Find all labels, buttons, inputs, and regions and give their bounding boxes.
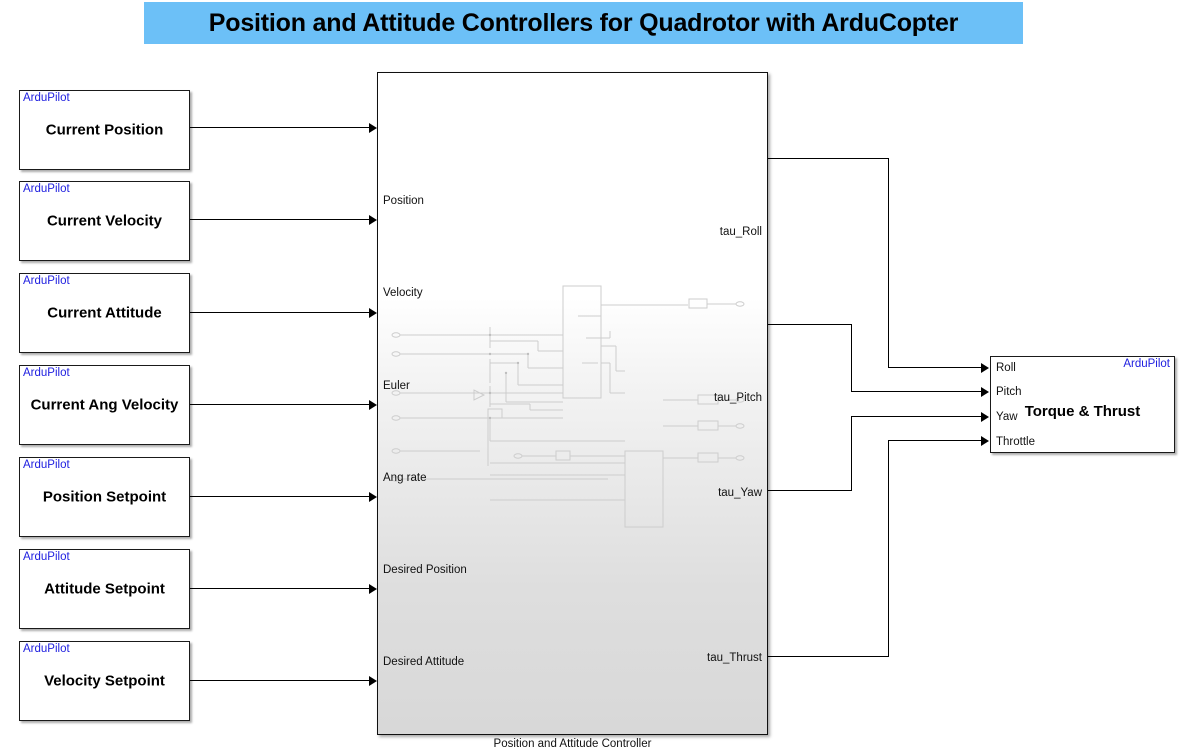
torque-thrust-title: Torque & Thrust <box>1024 403 1141 420</box>
wire-tau-yaw-v <box>850 416 852 491</box>
arrow-icon <box>981 387 989 397</box>
ardupilot-tag: ArduPilot <box>23 643 70 655</box>
source-block-label: Current Ang Velocity <box>30 396 179 414</box>
arrow-icon <box>981 436 989 446</box>
source-block-label: Current Attitude <box>47 304 162 322</box>
ardupilot-tag: ArduPilot <box>1123 358 1170 370</box>
title-banner: Position and Attitude Controllers for Qu… <box>144 2 1023 44</box>
wire-tau-thrust-v <box>887 440 889 657</box>
page-title: Position and Attitude Controllers for Qu… <box>208 8 959 37</box>
main-input-label-desired-attitude: Desired Attitude <box>383 656 465 668</box>
wire-tau-roll-v <box>887 158 889 368</box>
main-block-caption: Position and Attitude Controller <box>493 738 652 750</box>
source-block-attitude-setpoint[interactable]: ArduPilot Attitude Setpoint <box>19 549 190 629</box>
main-output-label-tau-yaw: tau_Yaw <box>718 487 762 499</box>
source-block-current-velocity[interactable]: ArduPilot Current Velocity <box>19 181 190 261</box>
main-controller-block[interactable]: Position Velocity Euler Ang rate Desired… <box>377 72 768 735</box>
main-output-label-tau-pitch: tau_Pitch <box>714 392 762 404</box>
source-block-label: Attitude Setpoint <box>44 580 165 598</box>
wire-current-velocity <box>190 219 369 221</box>
torque-thrust-block[interactable]: ArduPilot Torque & Thrust Roll Pitch Yaw… <box>990 356 1175 453</box>
source-block-position-setpoint[interactable]: ArduPilot Position Setpoint <box>19 457 190 537</box>
main-input-label-ang-rate: Ang rate <box>383 472 427 484</box>
arrow-icon <box>369 676 377 686</box>
arrow-icon <box>981 363 989 373</box>
wire-tau-thrust-h1 <box>768 656 889 658</box>
wire-tau-roll-h1 <box>768 158 889 160</box>
ardupilot-tag: ArduPilot <box>23 275 70 287</box>
torque-input-label-pitch: Pitch <box>996 386 1022 398</box>
source-block-label: Current Position <box>45 121 164 139</box>
source-block-current-position[interactable]: ArduPilot Current Position <box>19 90 190 170</box>
wire-tau-pitch-h1 <box>768 324 852 326</box>
source-block-label: Current Velocity <box>46 212 163 230</box>
wire-velocity-setpoint <box>190 680 369 682</box>
main-output-label-tau-roll: tau_Roll <box>719 226 762 238</box>
torque-input-label-throttle: Throttle <box>996 436 1035 448</box>
main-input-label-velocity: Velocity <box>383 287 423 299</box>
subsystem-preview <box>391 285 745 528</box>
wire-current-position <box>190 127 369 129</box>
source-block-label: Velocity Setpoint <box>44 672 165 690</box>
source-block-label: Position Setpoint <box>42 488 167 506</box>
arrow-icon <box>369 308 377 318</box>
wire-tau-yaw-h1 <box>768 490 852 492</box>
source-block-current-attitude[interactable]: ArduPilot Current Attitude <box>19 273 190 353</box>
source-block-velocity-setpoint[interactable]: ArduPilot Velocity Setpoint <box>19 641 190 721</box>
arrow-icon <box>369 492 377 502</box>
source-block-current-ang-velocity[interactable]: ArduPilot Current Ang Velocity <box>19 365 190 445</box>
main-input-label-desired-position: Desired Position <box>383 564 467 576</box>
arrow-icon <box>369 584 377 594</box>
ardupilot-tag: ArduPilot <box>23 459 70 471</box>
torque-input-label-yaw: Yaw <box>996 411 1018 423</box>
wire-tau-roll-h2 <box>887 366 982 368</box>
arrow-icon <box>369 400 377 410</box>
ardupilot-tag: ArduPilot <box>23 92 70 104</box>
wire-tau-pitch-h2 <box>850 390 982 392</box>
torque-input-label-roll: Roll <box>996 362 1016 374</box>
wire-tau-thrust-h2 <box>887 440 982 442</box>
wire-attitude-setpoint <box>190 588 369 590</box>
ardupilot-tag: ArduPilot <box>23 367 70 379</box>
wire-current-attitude <box>190 312 369 314</box>
wire-tau-yaw-h2 <box>850 416 982 418</box>
wire-tau-pitch-v <box>850 324 852 391</box>
main-input-label-euler: Euler <box>383 380 410 392</box>
main-output-label-tau-thrust: tau_Thrust <box>707 652 762 664</box>
arrow-icon <box>369 123 377 133</box>
main-input-label-position: Position <box>383 195 424 207</box>
ardupilot-tag: ArduPilot <box>23 551 70 563</box>
arrow-icon <box>369 215 377 225</box>
ardupilot-tag: ArduPilot <box>23 183 70 195</box>
wire-current-ang-velocity <box>190 404 369 406</box>
arrow-icon <box>981 412 989 422</box>
wire-position-setpoint <box>190 496 369 498</box>
